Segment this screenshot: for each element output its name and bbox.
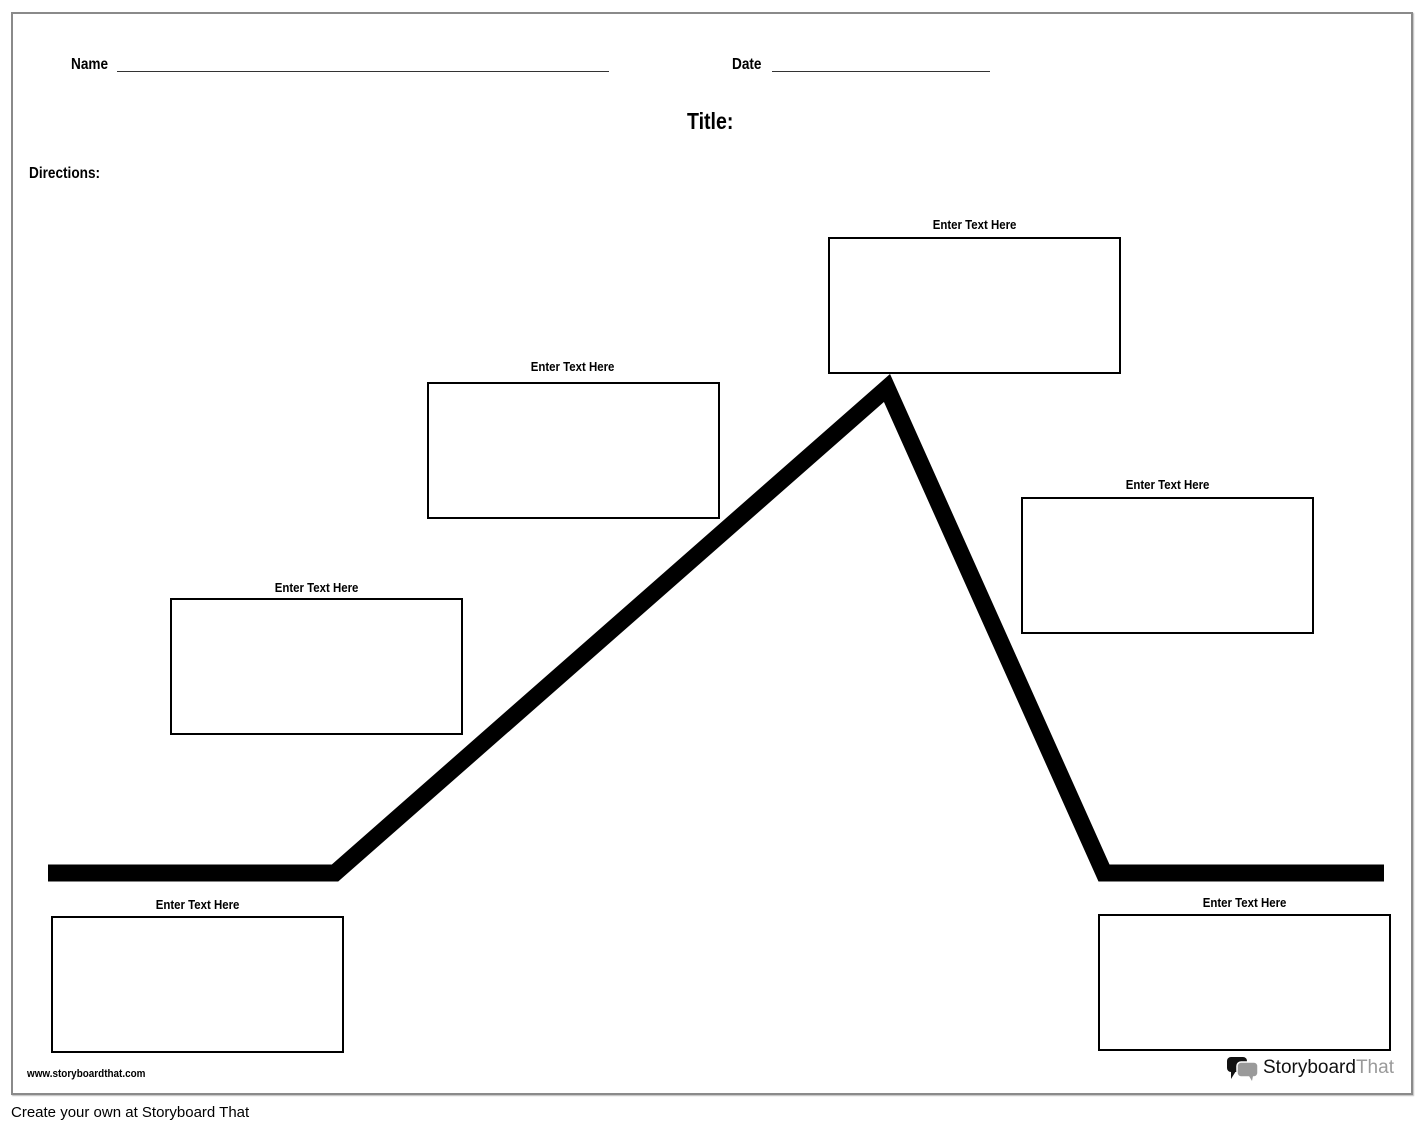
website-url: www.storyboardthat.com	[27, 1068, 146, 1080]
resolution-box[interactable]	[1098, 914, 1391, 1051]
exposition-box[interactable]	[51, 916, 344, 1053]
rising-action-label: Enter Text Here	[274, 580, 359, 595]
name-label: Name	[71, 56, 109, 73]
exposition-label: Enter Text Here	[155, 897, 240, 912]
logo-text-that: That	[1355, 1057, 1394, 1078]
date-field[interactable]	[772, 71, 990, 72]
climax-label: Enter Text Here	[932, 217, 1017, 232]
date-label: Date	[732, 56, 762, 73]
falling-action-box[interactable]	[1021, 497, 1314, 634]
conflict-box[interactable]	[427, 382, 720, 519]
resolution-label: Enter Text Here	[1202, 895, 1287, 910]
logo-text-storyboard: Storyboard	[1263, 1057, 1356, 1078]
storyboardthat-logo: StoryboardThat	[1227, 1055, 1394, 1081]
climax-box[interactable]	[828, 237, 1121, 374]
conflict-label: Enter Text Here	[530, 359, 615, 374]
name-field[interactable]	[117, 71, 609, 72]
create-your-own-link[interactable]: Create your own at Storyboard That	[11, 1104, 250, 1121]
title-label: Title:	[687, 108, 734, 134]
falling-action-label: Enter Text Here	[1125, 477, 1210, 492]
plot-arc	[48, 374, 1384, 882]
rising-action-box[interactable]	[170, 598, 463, 735]
speech-bubbles-icon	[1227, 1057, 1259, 1081]
directions-label: Directions:	[29, 165, 101, 182]
